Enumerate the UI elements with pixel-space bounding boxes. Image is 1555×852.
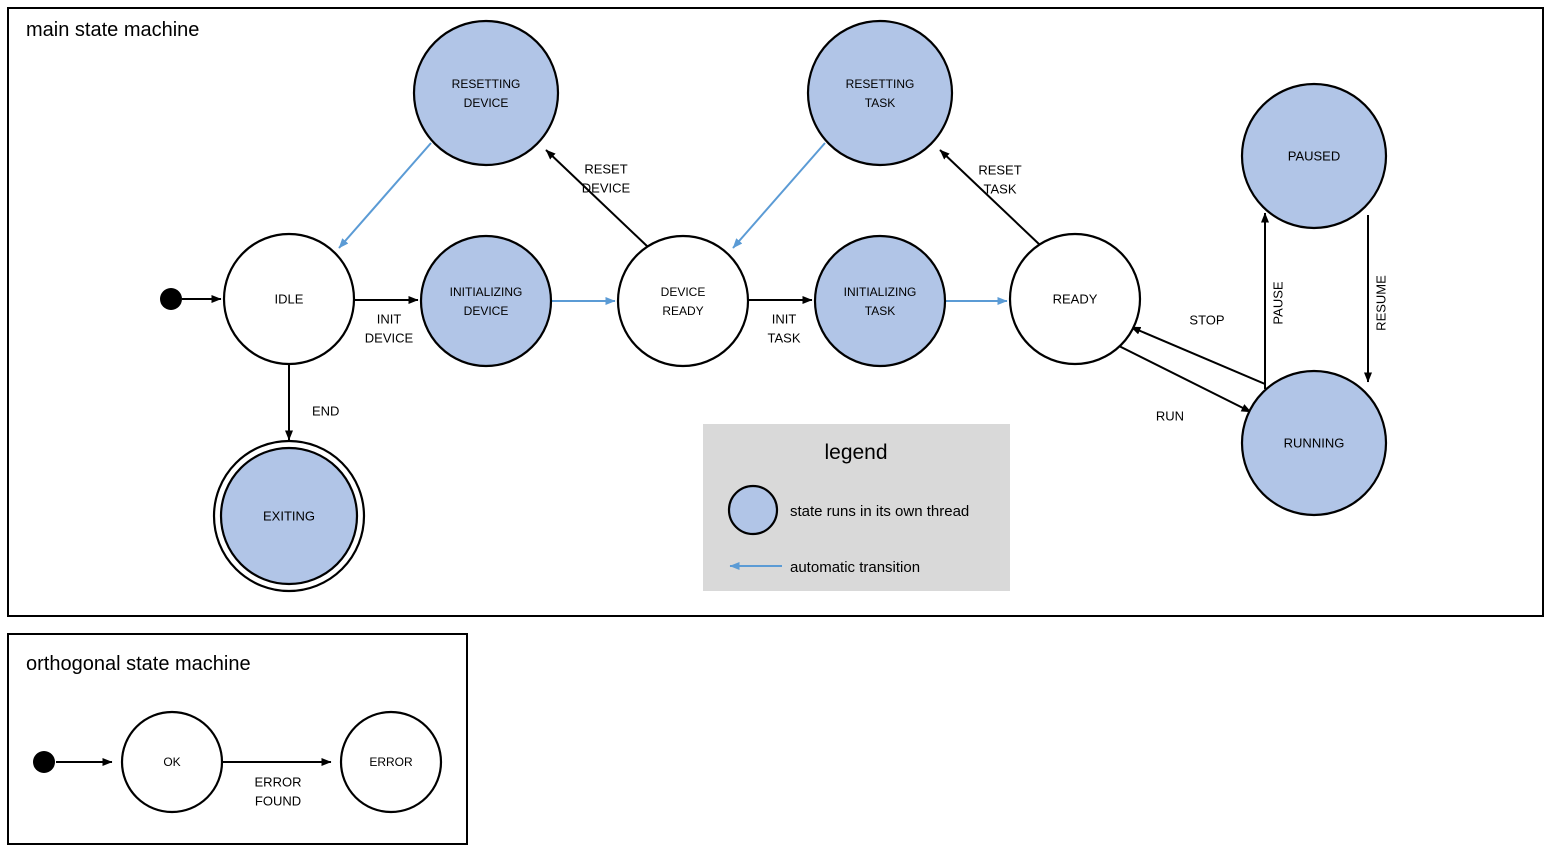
edge-label-end: END — [312, 403, 339, 418]
edge-label-run: RUN — [1156, 408, 1184, 423]
orthogonal-initial-state-marker — [33, 751, 55, 773]
edge-label-resume: RESUME — [1373, 275, 1388, 331]
edge-label-init-task-line2: TASK — [768, 330, 801, 345]
edge-label-error-found-line1: ERROR — [255, 774, 302, 789]
transition-running-to-ready — [1130, 326, 1266, 385]
state-label-idle: IDLE — [275, 291, 304, 306]
edge-label-reset-task-line1: RESET — [978, 162, 1021, 177]
edge-label-pause: PAUSE — [1270, 281, 1285, 324]
transition-device-ready-to-resetting-device — [545, 149, 649, 248]
edge-label-error-found-line2: FOUND — [255, 793, 301, 808]
legend-item-thread-text: state runs in its own thread — [790, 503, 969, 520]
edge-label-reset-task-line2: TASK — [984, 181, 1017, 196]
state-label-resetting-task-line1: RESETTING — [846, 77, 915, 91]
transition-resetting-device-to-idle — [338, 142, 432, 249]
main-initial-state-marker — [160, 288, 182, 310]
orthogonal-transition-labels: ERROR FOUND — [255, 774, 302, 808]
transition-resetting-task-to-device-ready — [732, 142, 826, 249]
main-frame-title: main state machine — [26, 19, 199, 41]
edge-label-reset-device-line2: DEVICE — [582, 180, 631, 195]
state-node-ok[interactable]: OK — [120, 710, 224, 814]
state-node-ready[interactable]: READY — [1008, 232, 1142, 366]
edge-label-reset-device-line1: RESET — [584, 161, 627, 176]
state-label-initializing-device-line1: INITIALIZING — [450, 285, 523, 299]
state-node-device-ready[interactable]: DEVICE READY — [616, 234, 750, 368]
state-label-ready: READY — [1053, 291, 1098, 306]
state-node-running[interactable]: RUNNING — [1240, 369, 1388, 517]
state-node-exiting[interactable]: EXITING — [212, 439, 366, 593]
state-label-resetting-device-line2: DEVICE — [464, 96, 509, 110]
edge-label-init-device-line2: DEVICE — [365, 330, 414, 345]
transition-ready-to-resetting-task — [939, 149, 1041, 246]
orthogonal-frame-title: orthogonal state machine — [26, 653, 251, 675]
state-node-initializing-task[interactable]: INITIALIZING TASK — [813, 234, 947, 368]
state-label-device-ready-line1: DEVICE — [661, 285, 706, 299]
state-label-ok: OK — [163, 755, 180, 769]
state-node-resetting-task[interactable]: RESETTING TASK — [806, 19, 954, 167]
legend-title: legend — [824, 441, 887, 464]
state-label-resetting-device-line1: RESETTING — [452, 77, 521, 91]
legend: legend state runs in its own thread auto… — [703, 424, 1010, 591]
state-node-paused[interactable]: PAUSED — [1240, 82, 1388, 230]
state-node-resetting-device[interactable]: RESETTING DEVICE — [412, 19, 560, 167]
state-label-device-ready-line2: READY — [662, 304, 703, 318]
state-node-error[interactable]: ERROR — [339, 710, 443, 814]
state-label-initializing-device-line2: DEVICE — [464, 304, 509, 318]
state-label-initializing-task-line2: TASK — [865, 304, 895, 318]
transition-ready-to-running — [1118, 345, 1252, 413]
state-label-running: RUNNING — [1284, 435, 1345, 450]
state-label-error: ERROR — [369, 755, 413, 769]
legend-item-auto-text: automatic transition — [790, 559, 920, 576]
state-label-exiting: EXITING — [263, 508, 315, 523]
transition-labels: INIT DEVICE RESET DEVICE INIT TASK RESET… — [312, 161, 1388, 423]
state-label-resetting-task-line2: TASK — [865, 96, 895, 110]
edge-label-init-task-line1: INIT — [772, 311, 797, 326]
legend-thread-swatch-icon — [727, 484, 779, 536]
edge-label-init-device-line1: INIT — [377, 311, 402, 326]
state-label-paused: PAUSED — [1288, 148, 1341, 163]
state-node-initializing-device[interactable]: INITIALIZING DEVICE — [419, 234, 553, 368]
edge-label-stop: STOP — [1189, 312, 1224, 327]
state-label-initializing-task-line1: INITIALIZING — [844, 285, 917, 299]
state-node-idle[interactable]: IDLE — [222, 232, 356, 366]
